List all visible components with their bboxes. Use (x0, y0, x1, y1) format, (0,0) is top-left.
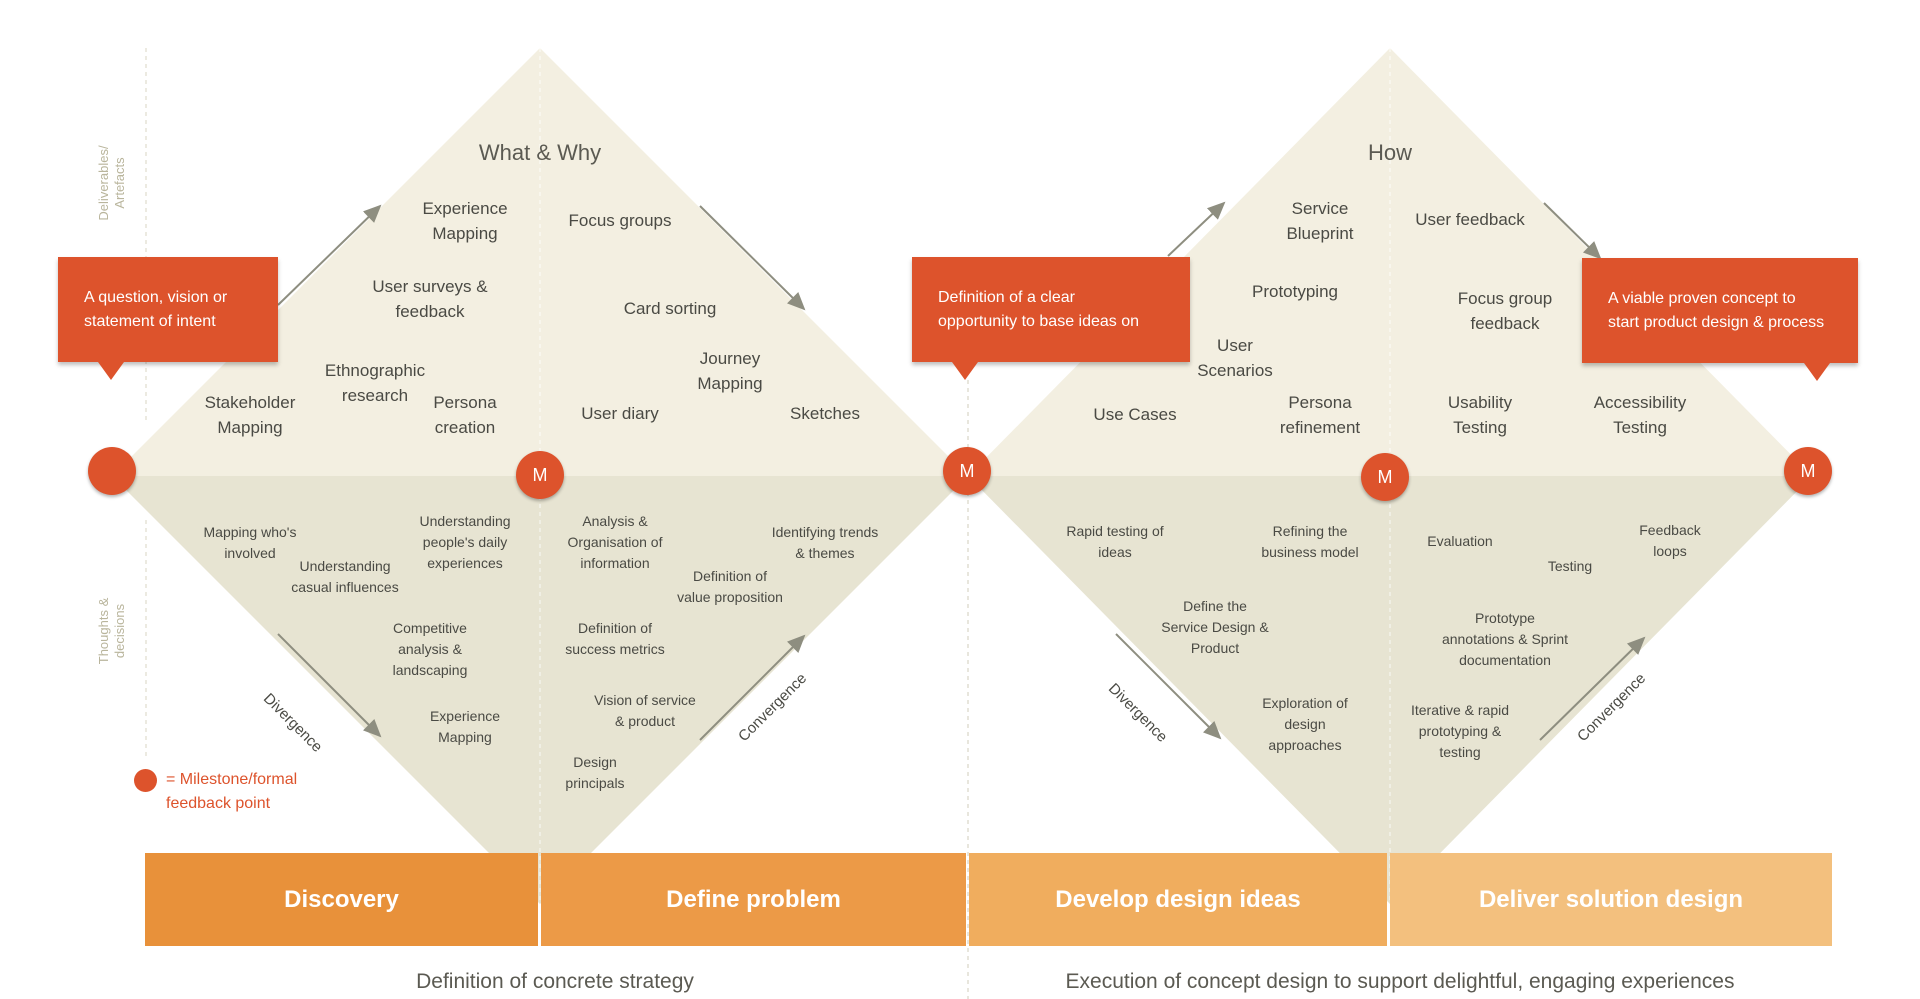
deliverable-item: Accessibility Testing (1593, 393, 1687, 437)
thought-item: Rapid testing of ideas (1066, 523, 1164, 560)
thoughts-side-label: Thoughts & decisions (96, 597, 127, 665)
deliverable-item: Journey Mapping (697, 349, 763, 393)
milestone-marker: M (516, 451, 564, 499)
footer-strategy: Definition of concrete strategy (416, 970, 694, 993)
phase-discovery: Discovery (145, 853, 538, 946)
phase-define-problem: Define problem (541, 853, 966, 946)
thought-item: Definition of value proposition (677, 568, 783, 605)
thought-item: Refining the business model (1261, 523, 1359, 560)
deliverable-item: Service Blueprint (1286, 199, 1354, 243)
deliverable-item: Experience Mapping (422, 199, 508, 243)
deliverable-item: Persona refinement (1279, 393, 1361, 437)
arrow-diverge-down-right (1115, 633, 1222, 740)
callout-tail (98, 362, 124, 380)
deliverable-item: User Scenarios (1197, 336, 1273, 380)
arrow-converge-up-left (699, 634, 806, 741)
thought-item: Mapping who's involved (203, 524, 297, 561)
arrow-converge-up-right (1539, 636, 1646, 741)
deliverable-item: User feedback (1415, 210, 1525, 229)
footer-execution: Execution of concept design to support d… (1065, 970, 1735, 993)
arrow-diverge-down-left (277, 633, 382, 738)
arrow-converge-down-left (699, 205, 806, 311)
what-why-title: What & Why (478, 140, 602, 165)
phase-label: Define problem (666, 885, 841, 913)
how-title: How (1367, 140, 1412, 165)
deliverable-item: Use Cases (1093, 405, 1177, 424)
callout-text: A question, vision or statement of inten… (84, 288, 228, 330)
phase-label: Deliver solution design (1478, 885, 1744, 913)
phase-label: Discovery (284, 885, 399, 913)
thought-item: Define the Service Design & Product (1161, 598, 1269, 656)
deliverable-item: Stakeholder Mapping (204, 393, 296, 437)
thought-item: Feedback loops (1639, 522, 1701, 559)
thought-item: Testing (1547, 558, 1593, 574)
callout-intent: A question, vision or statement of inten… (58, 257, 278, 380)
deliverable-item: Ethnographic research (324, 361, 426, 405)
thought-item: Understanding people's daily experiences (419, 513, 511, 571)
deliverable-item: Focus groups (568, 211, 672, 230)
deliverable-item: User diary (581, 404, 659, 423)
phase-develop-design-ideas: Develop design ideas (969, 853, 1387, 946)
milestone-marker: M (1361, 453, 1409, 501)
thought-item: Exploration of design approaches (1262, 695, 1348, 753)
callout-tail (1804, 363, 1830, 381)
thought-item: Identifying trends & themes (771, 524, 879, 561)
arrow-diverge-up-left (277, 204, 382, 306)
callout-opportunity: Definition of a clear opportunity to bas… (912, 257, 1190, 380)
milestone-marker: M (943, 447, 991, 495)
arrow-converge-down-right (1543, 202, 1602, 260)
deliverable-item: User surveys & feedback (372, 277, 488, 321)
thought-item: Iterative & rapid prototyping & testing (1410, 702, 1510, 760)
deliverable-item: Persona creation (433, 393, 497, 437)
phase-deliver-solution-design: Deliver solution design (1390, 853, 1832, 946)
thought-item: Design principals (565, 754, 625, 791)
thought-item: Understanding casual influences (291, 558, 399, 595)
deliverable-item: Usability Testing (1447, 393, 1513, 437)
what-why-diamond-top (112, 48, 968, 476)
callout-viable-concept: A viable proven concept to start product… (1582, 258, 1858, 381)
deliverable-item: Sketches (790, 404, 860, 423)
thought-item: Experience Mapping (429, 708, 501, 745)
legend-text: = Milestone/formal feedback point (166, 771, 298, 812)
thought-item: Vision of service & product (594, 692, 696, 729)
thought-item: Evaluation (1427, 533, 1493, 549)
how-diamond-top (968, 48, 1812, 476)
thought-item: Analysis & Organisation of information (567, 513, 663, 571)
milestone-start (88, 447, 136, 495)
phase-label: Develop design ideas (1055, 885, 1301, 913)
thought-item: Definition of success metrics (565, 620, 665, 657)
callout-tail (952, 362, 978, 380)
thought-item: Prototype annotations & Sprint documenta… (1441, 610, 1569, 668)
arrow-diverge-up-right (1167, 201, 1226, 257)
milestone-marker: M (1784, 447, 1832, 495)
legend-milestone-dot (134, 769, 157, 792)
deliverable-item: Prototyping (1252, 282, 1338, 301)
callout-text: Definition of a clear opportunity to bas… (938, 288, 1140, 330)
thought-item: Competitive analysis & landscaping (392, 620, 468, 678)
deliverables-side-label: Deliverables/ Artefacts (96, 145, 127, 221)
callout-text: A viable proven concept to start product… (1608, 289, 1825, 331)
deliverable-item: Focus group feedback (1457, 289, 1553, 333)
deliverable-item: Card sorting (623, 299, 717, 318)
